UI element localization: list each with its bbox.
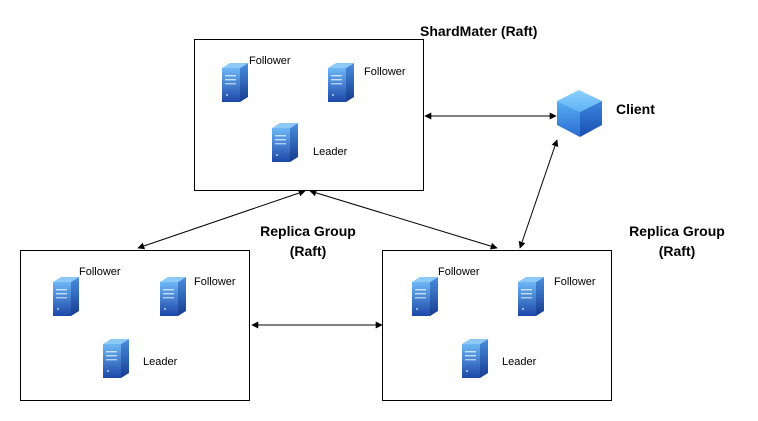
server-role-label: Follower (249, 55, 291, 67)
replica-right-server-follower-1: Follower (412, 266, 480, 316)
link-shardmaster-replica-right (309, 189, 498, 250)
replica-group-right: Replica Group (Raft) Follower Follower L… (382, 223, 725, 401)
replica-group-right-box (382, 250, 612, 401)
connections (137, 112, 559, 329)
server-role-label: Follower (364, 66, 406, 78)
replica-group-right-subtitle: (Raft) (659, 243, 696, 259)
server-role-label: Follower (194, 276, 236, 288)
server-role-label: Leader (143, 356, 178, 368)
server-icon (272, 123, 298, 162)
replica-group-left-subtitle: (Raft) (290, 243, 327, 259)
replica-group-left: Replica Group (Raft) Follower Follower L… (20, 223, 356, 401)
cube-icon (557, 90, 602, 137)
shardmaster-server-follower-1: Follower (222, 55, 291, 102)
shardmaster-cluster: ShardMater (Raft) Follower Follower Lead… (194, 23, 537, 191)
replica-left-server-follower-2: Follower (160, 276, 236, 316)
server-icon (518, 277, 544, 316)
server-icon (160, 277, 186, 316)
server-role-label: Follower (438, 266, 480, 278)
shardmaster-box (194, 39, 424, 191)
server-icon (412, 277, 438, 316)
link-client-replica-right (518, 139, 559, 249)
replica-left-server-leader: Leader (103, 339, 178, 378)
replica-right-server-leader: Leader (462, 339, 537, 378)
server-role-label: Leader (502, 356, 537, 368)
server-role-label: Leader (313, 146, 348, 158)
replica-group-left-box (20, 250, 250, 401)
replica-group-right-title: Replica Group (629, 223, 725, 239)
server-icon (222, 63, 248, 102)
shardmaster-title: ShardMater (Raft) (420, 23, 537, 39)
server-icon (53, 277, 79, 316)
client-node: Client (557, 90, 655, 137)
shardmaster-server-follower-2: Follower (328, 63, 406, 102)
shardmaster-server-leader: Leader (272, 123, 348, 162)
server-role-label: Follower (554, 276, 596, 288)
replica-group-left-title: Replica Group (260, 223, 356, 239)
replica-right-server-follower-2: Follower (518, 276, 596, 316)
link-shardmaster-replica-left (137, 189, 306, 250)
server-role-label: Follower (79, 266, 121, 278)
client-label: Client (616, 101, 655, 117)
server-icon (103, 339, 129, 378)
replica-left-server-follower-1: Follower (53, 266, 121, 316)
server-icon (462, 339, 488, 378)
server-icon (328, 63, 354, 102)
